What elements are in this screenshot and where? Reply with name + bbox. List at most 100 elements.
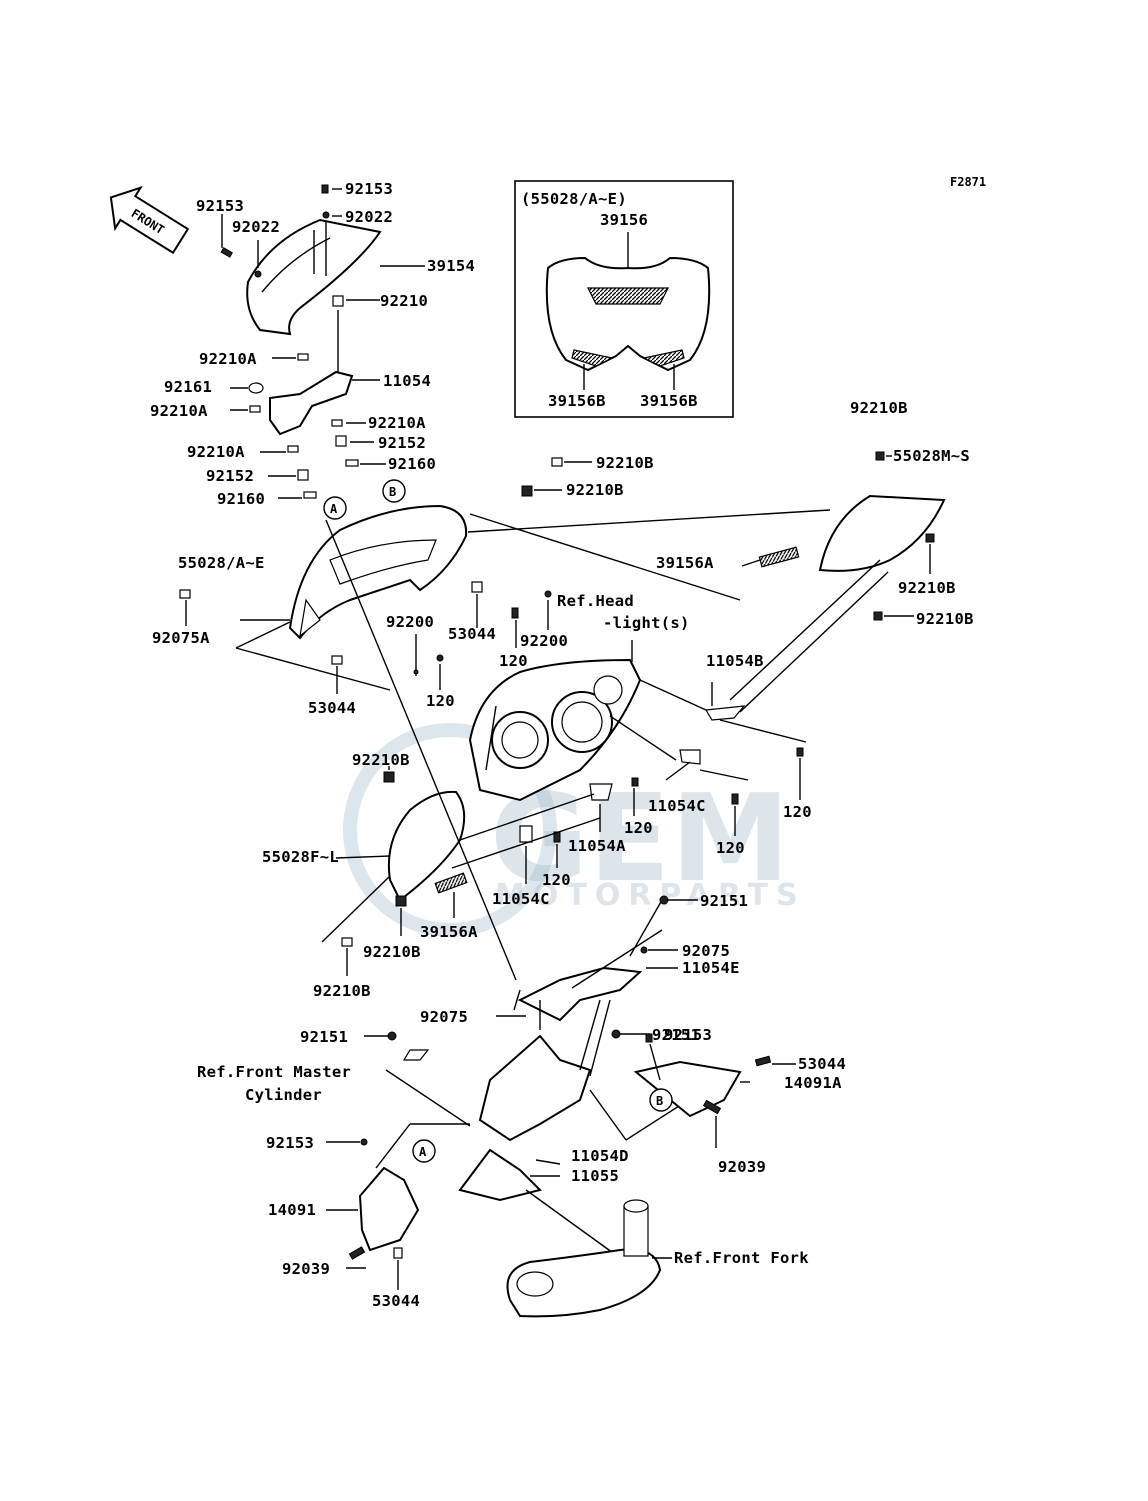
label-120-2: 120: [426, 692, 455, 710]
callout-b-bottom: B: [649, 1088, 673, 1112]
label-39156A-left: 39156A: [420, 923, 478, 941]
label-92210A-4: 92210A: [187, 443, 245, 461]
label-11054E: 11054E: [682, 959, 740, 977]
left-lower-cover-part: [326, 1123, 470, 1290]
front-arrow-icon: FRONT: [109, 185, 190, 255]
label-92210B-1: 92210B: [850, 399, 908, 417]
label-120-3: 120: [783, 803, 812, 821]
label-120-4: 120: [624, 819, 653, 837]
left-side-panel-part: [321, 766, 468, 976]
label-92152-right: 92152: [378, 434, 426, 452]
watermark: GEM MOTORPARTS: [343, 723, 806, 937]
label-92153-left: 92153: [196, 197, 244, 215]
label-92210A-2: 92210A: [150, 402, 208, 420]
watermark-sub: MOTORPARTS: [495, 878, 806, 913]
headlight-bracket-part: [451, 682, 807, 884]
figure-code: F2871: [950, 175, 986, 189]
svg-text:B: B: [389, 485, 396, 499]
label-53044-3: 53044: [798, 1055, 846, 1073]
label-92210B-6: 92210B: [352, 751, 410, 769]
callout-a-bottom: A: [412, 1139, 436, 1163]
label-11054A: 11054A: [568, 837, 626, 855]
label-55028FL: 55028F~L: [262, 848, 339, 866]
ref-master-line2: Cylinder: [245, 1086, 322, 1104]
label-11055: 11055: [571, 1167, 619, 1185]
inset-hatch-right: [642, 349, 685, 367]
label-92210B-3: 92210B: [566, 481, 624, 499]
callout-b-top: B: [382, 479, 406, 503]
label-92161: 92161: [164, 378, 212, 396]
label-92210B-7: 92210B: [363, 943, 421, 961]
label-120-1: 120: [499, 652, 528, 670]
label-39156A-right: 39156A: [656, 554, 714, 572]
right-side-panel-part: [729, 451, 946, 713]
front-fork-part: [506, 1199, 672, 1318]
label-92075A: 92075A: [152, 629, 210, 647]
inset-cowl-shape: [545, 256, 711, 372]
label-92022-left: 92022: [232, 218, 280, 236]
svg-text:B: B: [656, 1094, 663, 1108]
label-92153-top: 92153: [345, 180, 393, 198]
label-92200-1: 92200: [386, 613, 434, 631]
ref-headlight-line2: -light(s): [603, 614, 690, 632]
label-92210A-3: 92210A: [368, 414, 426, 432]
grommet-icon: [332, 295, 380, 376]
right-lower-cover-part: [633, 1033, 796, 1148]
label-55028MS: 55028M~S: [893, 447, 970, 465]
svg-text:A: A: [419, 1145, 427, 1159]
label-11054D: 11054D: [571, 1147, 629, 1165]
label-92151-1: 92151: [700, 892, 748, 910]
ref-master-line1: Ref.Front Master: [197, 1063, 351, 1081]
windscreen-part: [246, 218, 425, 336]
ref-front-fork: Ref.Front Fork: [674, 1249, 809, 1267]
label-120-5: 120: [716, 839, 745, 857]
headlight-part: [468, 640, 707, 802]
inset-hatch-left: [571, 349, 614, 367]
label-92210B-8: 92210B: [313, 982, 371, 1000]
label-92210: 92210: [380, 292, 428, 310]
inset-bottom-left-label: 39156B: [548, 392, 606, 410]
label-92039-right: 92039: [718, 1158, 766, 1176]
label-39154: 39154: [427, 257, 475, 275]
upper-bracket-part: [230, 353, 386, 499]
label-92039-left: 92039: [282, 1260, 330, 1278]
label-92210B-2: 92210B: [596, 454, 654, 472]
label-11054B: 11054B: [706, 652, 764, 670]
inset-hatch-top: [587, 287, 669, 305]
label-92022-top: 92022: [345, 208, 393, 226]
watermark-brand: GEM: [490, 770, 790, 909]
label-92160-left: 92160: [217, 490, 265, 508]
screw-icon: [220, 184, 342, 278]
label-14091: 14091: [268, 1201, 316, 1219]
svg-text:A: A: [330, 502, 338, 516]
label-92151-2: 92151: [652, 1026, 700, 1044]
label-11054: 11054: [383, 372, 431, 390]
label-120-6: 120: [542, 871, 571, 889]
label-92200-2: 92200: [520, 632, 568, 650]
label-92151-3: 92151: [300, 1028, 348, 1046]
main-bracket-part: [325, 519, 705, 1259]
watermark-globe: [343, 723, 557, 937]
label-11054C-1: 11054C: [648, 797, 706, 815]
label-92075-1: 92075: [682, 942, 730, 960]
left-fasteners: [179, 581, 552, 694]
label-92153-b: 92153: [664, 1026, 712, 1044]
inset-title: (55028/A~E): [521, 190, 627, 208]
label-53044-4: 53044: [372, 1292, 420, 1310]
label-92075-2: 92075: [420, 1008, 468, 1026]
label-92210B-4: 92210B: [898, 579, 956, 597]
label-92210B-5: 92210B: [916, 610, 974, 628]
label-14091A: 14091A: [784, 1074, 842, 1092]
inset-top-label: 39156: [600, 211, 648, 229]
label-11054C-2: 11054C: [492, 890, 550, 908]
callout-a-top: A: [323, 496, 347, 520]
label-53044-1: 53044: [448, 625, 496, 643]
label-92152-left: 92152: [206, 467, 254, 485]
bushing-icon: [521, 457, 592, 497]
label-92153-c: 92153: [266, 1134, 314, 1152]
label-92210A-1: 92210A: [199, 350, 257, 368]
inset-box: (55028/A~E) 39156 39156B 39156B: [514, 180, 734, 418]
label-53044-2: 53044: [308, 699, 356, 717]
label-92160-right: 92160: [388, 455, 436, 473]
